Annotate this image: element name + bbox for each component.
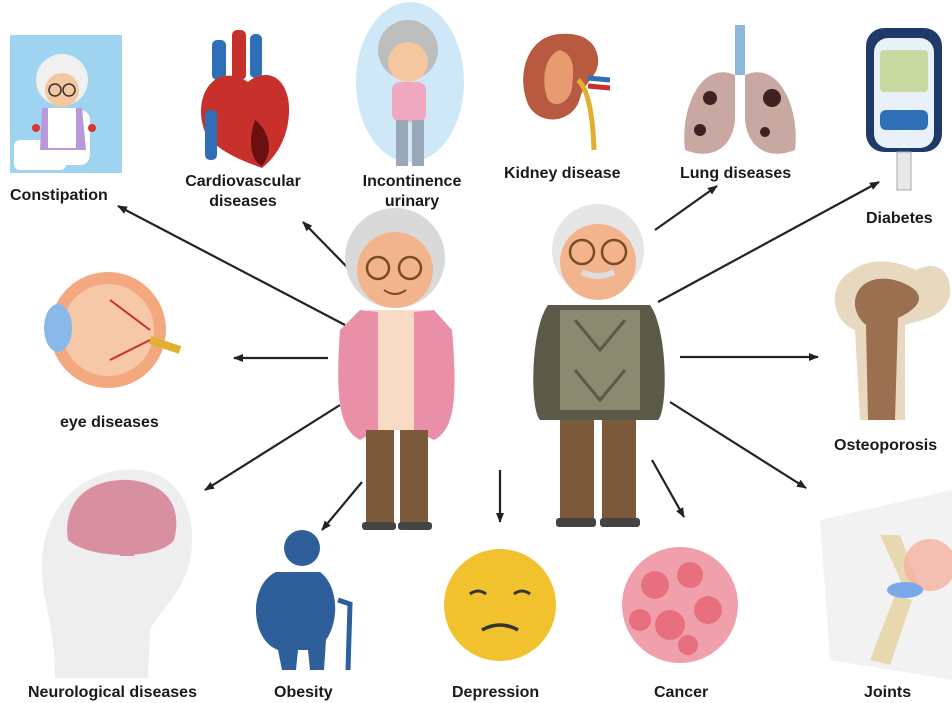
arrow-obesity xyxy=(322,482,362,530)
arrow-cardiovascular xyxy=(303,222,348,268)
obesity-illustration xyxy=(256,530,350,670)
bone-illustration xyxy=(835,262,950,420)
label-diabetes: Diabetes xyxy=(866,209,933,229)
label-depression: Depression xyxy=(452,683,539,703)
label-cancer: Cancer xyxy=(654,683,708,703)
eye-illustration xyxy=(44,272,180,388)
brain-head-illustration xyxy=(42,470,192,678)
label-eye: eye diseases xyxy=(60,413,159,433)
label-cardiovascular-line1: Cardiovascular xyxy=(178,172,308,192)
knee-illustration xyxy=(820,490,952,680)
depression-face xyxy=(444,549,556,661)
lungs-illustration xyxy=(684,25,796,154)
label-cardiovascular-line2: diseases xyxy=(178,192,308,212)
label-incontinence-line2: urinary xyxy=(352,192,472,212)
arrow-cancer xyxy=(652,460,684,517)
label-neurological: Neurological diseases xyxy=(28,683,197,703)
incontinence-illustration xyxy=(356,2,464,166)
arrow-joints xyxy=(670,402,806,488)
kidney-illustration xyxy=(523,34,610,150)
glucometer-illustration xyxy=(866,28,942,190)
heart-illustration xyxy=(201,30,289,168)
elderly-woman xyxy=(338,208,454,530)
elderly-man xyxy=(533,204,664,527)
cancer-illustration xyxy=(622,547,738,663)
label-obesity: Obesity xyxy=(274,683,333,703)
label-joints: Joints xyxy=(864,683,911,703)
label-incontinence: Incontinence urinary xyxy=(352,172,472,212)
label-cardiovascular: Cardiovascular diseases xyxy=(178,172,308,212)
label-kidney: Kidney disease xyxy=(504,164,621,184)
label-lung: Lung diseases xyxy=(680,164,791,184)
label-osteoporosis: Osteoporosis xyxy=(834,436,937,456)
label-constipation: Constipation xyxy=(10,186,108,206)
label-incontinence-line1: Incontinence xyxy=(352,172,472,192)
arrow-lung xyxy=(655,186,717,230)
constipation-illustration xyxy=(10,35,122,173)
arrows xyxy=(118,182,879,530)
arrow-neurological xyxy=(205,405,340,490)
